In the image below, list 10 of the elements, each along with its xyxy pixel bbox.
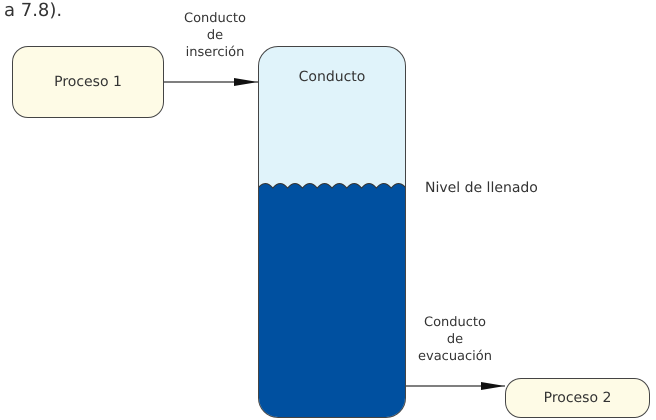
level-label: Nivel de llenado xyxy=(425,180,538,196)
text-fragment: a 7.8). xyxy=(4,0,62,21)
edge-label: Conducto de inserción xyxy=(183,10,247,61)
process-box: Proceso 1 xyxy=(12,46,164,118)
arrow xyxy=(406,382,505,390)
process-box: Proceso 2 xyxy=(505,378,650,418)
tank-column xyxy=(258,46,406,418)
tank-label: Conducto xyxy=(298,69,366,85)
edge-label: Conducto de evacuación xyxy=(417,314,493,365)
arrow xyxy=(164,78,258,86)
